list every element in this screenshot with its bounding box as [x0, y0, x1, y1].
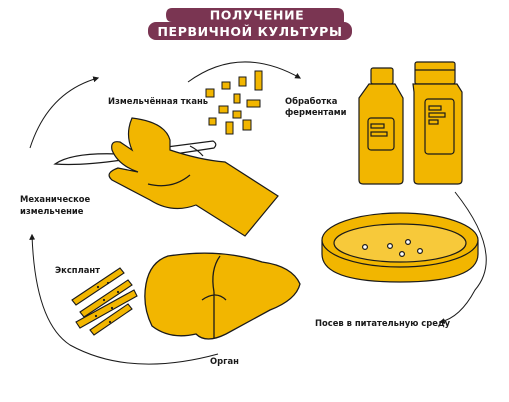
- title-banner: ПОЛУЧЕНИЕ ПЕРВИЧНОЙ КУЛЬТУРЫ: [148, 8, 352, 40]
- arrow-to-minced: [29, 76, 100, 149]
- arrow-to-mechanical: [29, 233, 219, 365]
- petri-dish: [321, 212, 479, 283]
- label-enzyme-treatment-line1: Обработка: [285, 96, 338, 106]
- minced-tissue-pieces: [205, 70, 263, 135]
- scalpel-blade: [53, 153, 123, 166]
- label-seeding: Посев в питательную среду: [315, 318, 451, 328]
- title-line-2: ПЕРВИЧНОЙ КУЛЬТУРЫ: [158, 24, 343, 39]
- explant-strips: [71, 267, 138, 336]
- small-bottle: [358, 67, 404, 185]
- cycle-arrows: [29, 61, 487, 365]
- label-minced-tissue: Измельчённая ткань: [108, 96, 209, 106]
- arrow-to-enzymes: [187, 61, 302, 83]
- label-organ: Орган: [210, 356, 239, 366]
- label-explant: Эксплант: [55, 265, 101, 275]
- title-line-1: ПОЛУЧЕНИЕ: [210, 8, 305, 23]
- hand-glove: [108, 117, 279, 237]
- large-bottle: [412, 61, 463, 185]
- label-mechanical-line2: измельчение: [20, 206, 84, 216]
- label-enzyme-treatment-line2: ферментами: [285, 107, 347, 117]
- hand-with-scalpel: [53, 117, 279, 237]
- organ-liver: [144, 252, 301, 340]
- label-mechanical-line1: Механическое: [20, 194, 91, 204]
- enzyme-bottles: [358, 61, 463, 185]
- arrow-to-seeding: [438, 191, 487, 324]
